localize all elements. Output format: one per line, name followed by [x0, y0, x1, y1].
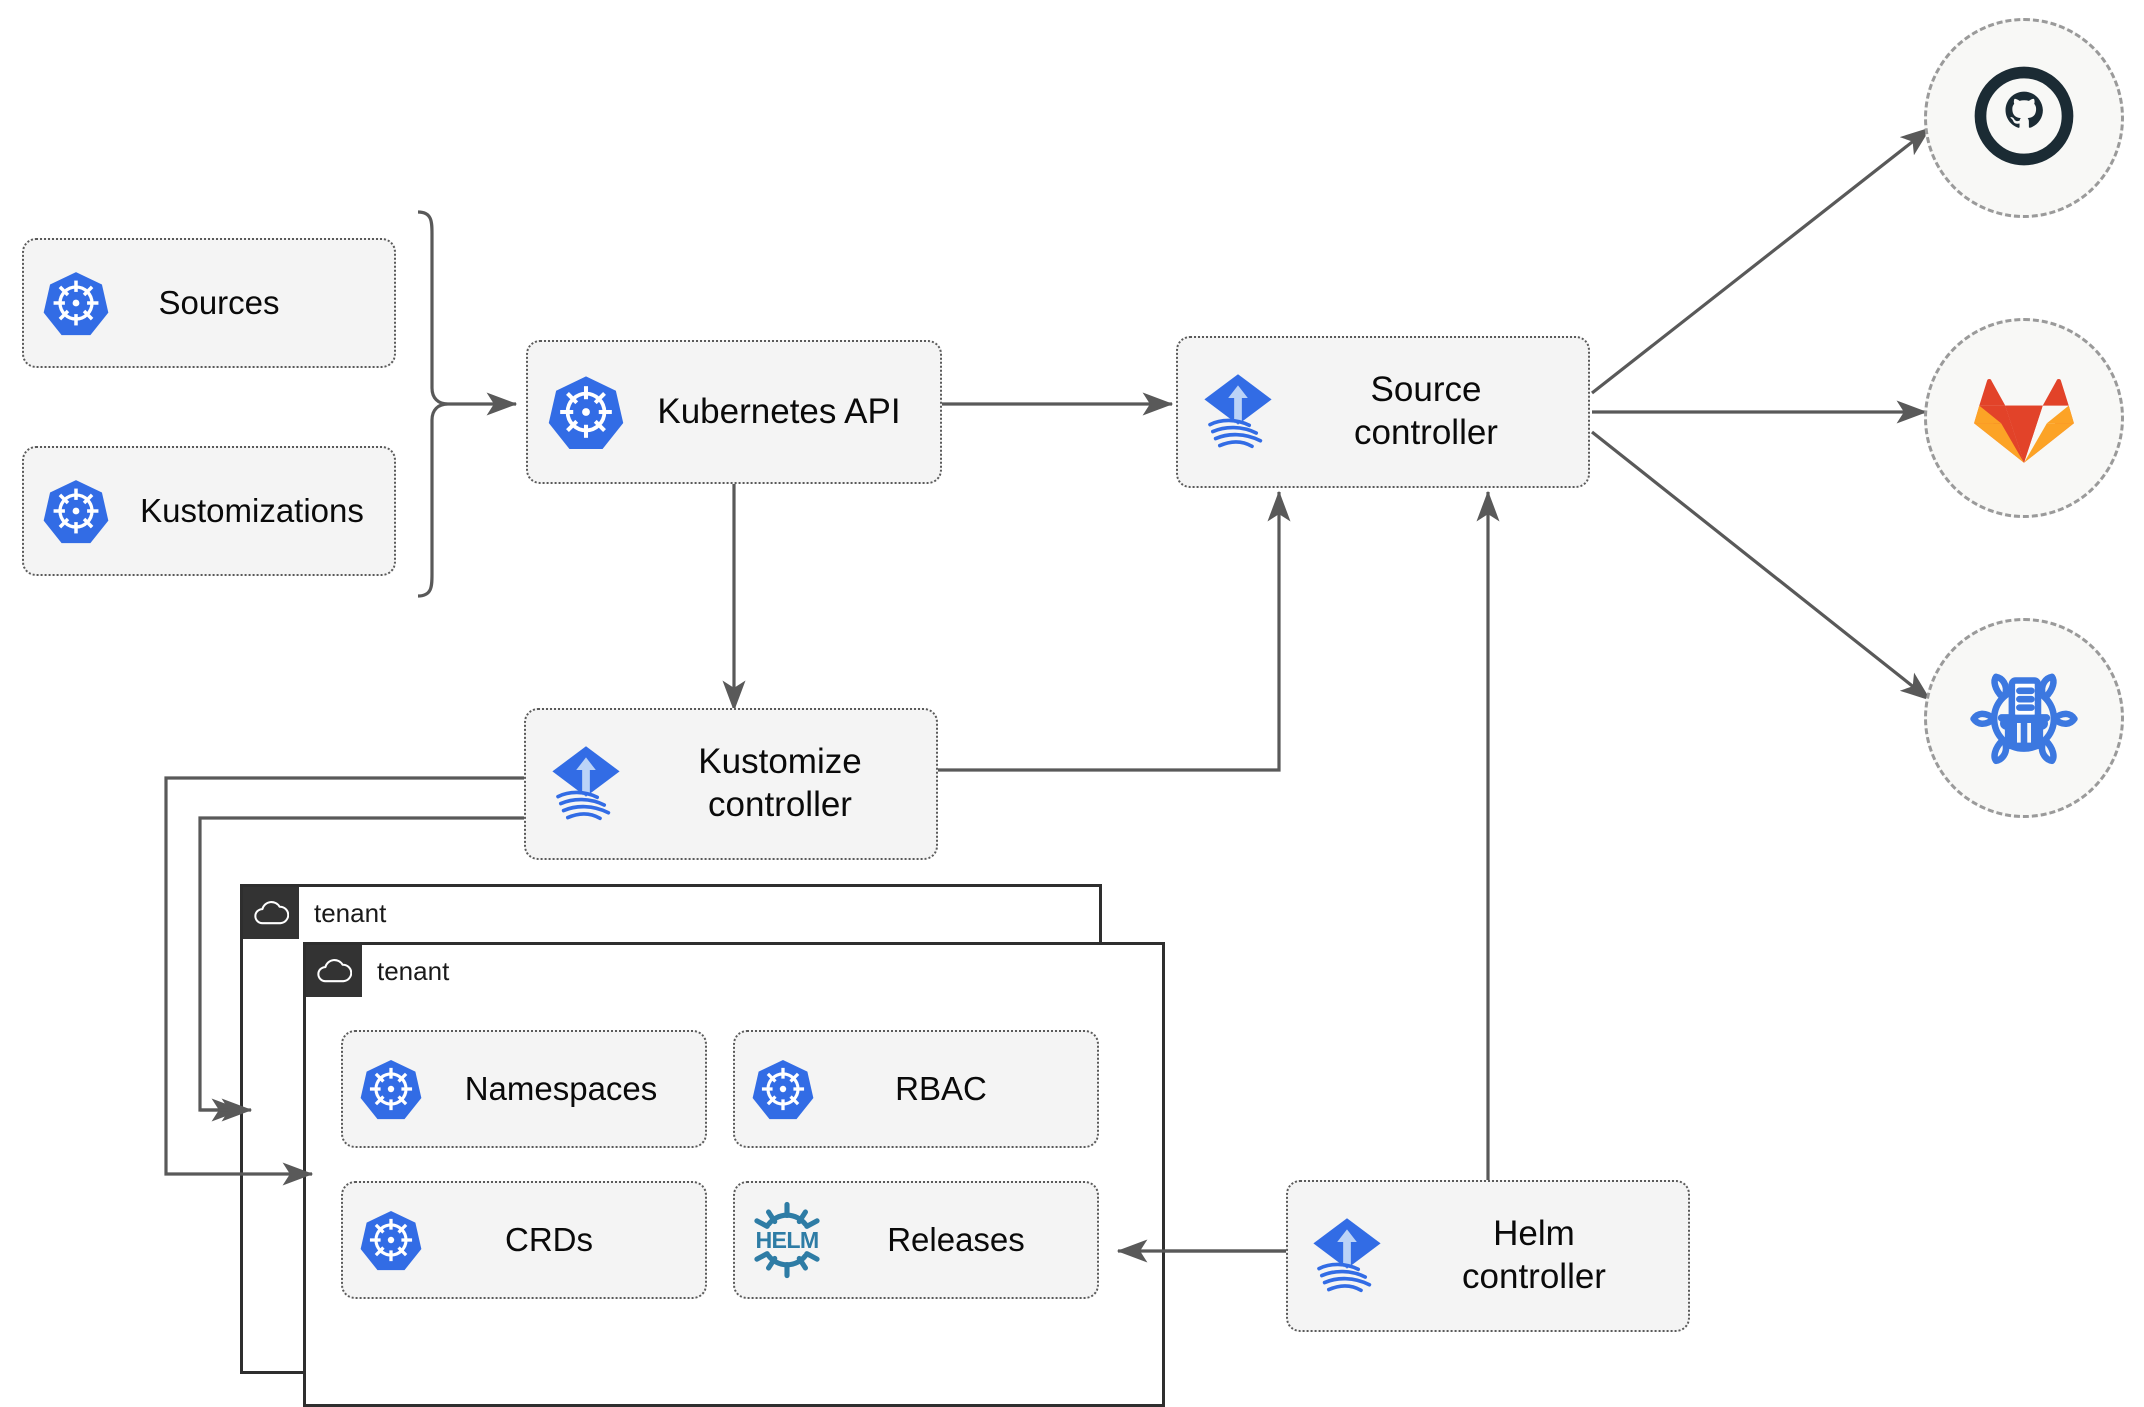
node-rbac[interactable]: RBAC	[733, 1030, 1099, 1148]
node-kustomizations[interactable]: Kustomizations	[22, 446, 396, 576]
node-kustomize-controller[interactable]: Kustomize controller	[524, 708, 938, 860]
tenant-inner-label: tenant	[377, 955, 450, 986]
tenant-inner-titlebar: tenant	[306, 945, 449, 997]
gitlab-icon	[1972, 364, 2076, 473]
kubernetes-icon	[735, 1058, 831, 1120]
svg-text:HELM: HELM	[755, 1227, 818, 1253]
cloud-icon	[306, 945, 362, 997]
wire-resources-bracket	[417, 210, 449, 598]
tenant-inner[interactable]: tenant	[303, 942, 1165, 1407]
flux-icon	[526, 742, 646, 826]
github-icon	[1972, 64, 2076, 173]
provider-github[interactable]	[1924, 18, 2124, 218]
node-releases-label: Releases	[887, 1220, 1025, 1258]
flux-icon	[1178, 370, 1298, 454]
node-helm-controller-label: Helm controller	[1462, 1214, 1606, 1296]
node-namespaces[interactable]: Namespaces	[341, 1030, 707, 1148]
node-helm-controller[interactable]: Helm controller	[1286, 1180, 1690, 1332]
tenant-outer-titlebar: tenant	[243, 887, 386, 939]
kubernetes-icon	[24, 270, 128, 336]
tenant-outer-label: tenant	[314, 897, 387, 928]
node-kustomize-controller-label: Kustomize controller	[698, 742, 862, 824]
kubernetes-icon	[528, 374, 644, 450]
node-kustomizations-label: Kustomizations	[140, 491, 364, 529]
node-sources[interactable]: Sources	[22, 238, 396, 368]
node-source-controller-label: Source controller	[1354, 370, 1498, 452]
node-kubernetes-api[interactable]: Kubernetes API	[526, 340, 942, 484]
node-namespaces-label: Namespaces	[464, 1069, 658, 1107]
provider-helm-repository[interactable]	[1924, 618, 2124, 818]
node-source-controller[interactable]: Source controller	[1176, 336, 1590, 488]
kubernetes-icon	[343, 1209, 439, 1271]
node-releases[interactable]: HELM Releases	[733, 1181, 1099, 1299]
wire-source-controller-helm-repo	[1591, 430, 1932, 702]
helm-icon: HELM	[735, 1199, 839, 1281]
node-kubernetes-api-label: Kubernetes API	[657, 391, 901, 431]
flux-icon	[1288, 1214, 1406, 1298]
wire-kustomize-controller-source-controller	[936, 490, 1291, 772]
node-rbac-label: RBAC	[895, 1069, 987, 1107]
helm-repository-icon	[1968, 660, 2080, 777]
wire-source-controller-github	[1591, 126, 1932, 395]
node-crds-label: CRDs	[505, 1220, 593, 1258]
kubernetes-icon	[24, 478, 128, 544]
kubernetes-icon	[343, 1058, 439, 1120]
provider-gitlab[interactable]	[1924, 318, 2124, 518]
cloud-icon	[243, 887, 299, 939]
node-crds[interactable]: CRDs	[341, 1181, 707, 1299]
node-sources-label: Sources	[158, 283, 280, 321]
